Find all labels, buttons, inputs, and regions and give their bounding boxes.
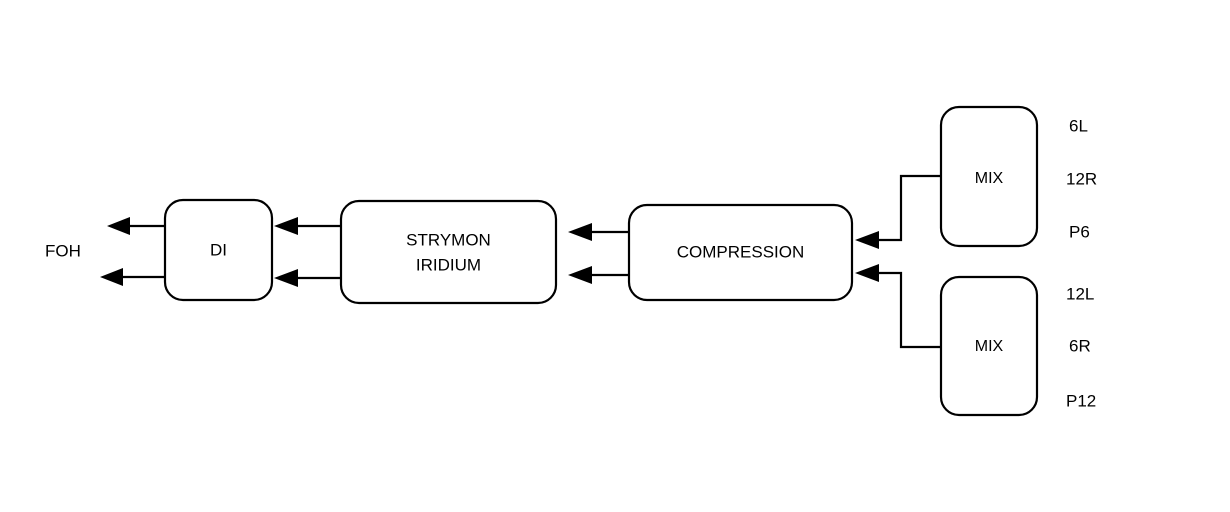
node-mix-top-label: MIX: [975, 170, 1004, 187]
input-label-top-2: 12R: [1066, 169, 1097, 188]
input-label-bottom-2: 6R: [1069, 336, 1091, 355]
node-mix-top[interactable]: MIX: [939, 105, 1039, 248]
input-label-top-3: P6: [1069, 222, 1090, 241]
node-compression-label: COMPRESSION: [677, 242, 805, 261]
arrow-head-icon: [568, 223, 592, 241]
node-strymon-iridium[interactable]: STRYMON IRIDIUM: [339, 199, 558, 305]
arrow-head-icon: [274, 269, 298, 287]
connector-compression-to-strymon-upper: [568, 223, 629, 241]
connector-mix-top-to-compression: [855, 174, 941, 249]
input-label-top-1: 6L: [1069, 116, 1088, 135]
input-label-bottom-1: 12L: [1066, 284, 1094, 303]
output-label-foh: FOH: [45, 241, 81, 260]
connector-mix-bottom-to-compression: [855, 264, 941, 349]
node-di-label: DI: [210, 240, 227, 259]
node-strymon-label-line1: STRYMON: [406, 230, 491, 249]
node-strymon-label-line2: IRIDIUM: [416, 255, 481, 274]
arrow-head-icon: [100, 268, 123, 286]
arrow-head-icon: [855, 264, 879, 282]
node-mix-bottom[interactable]: MIX: [939, 275, 1039, 417]
connector-di-to-foh-lower: [100, 268, 165, 286]
arrow-head-icon: [855, 231, 879, 249]
connector-strymon-to-di-lower: [274, 269, 341, 287]
connector-strymon-to-di-upper: [274, 217, 341, 235]
arrow-head-icon: [107, 217, 130, 235]
node-di[interactable]: DI: [163, 198, 274, 302]
connector-compression-to-strymon-lower: [568, 266, 629, 284]
connector-di-to-foh-upper: [107, 217, 165, 235]
node-compression[interactable]: COMPRESSION: [627, 203, 854, 302]
node-mix-bottom-label: MIX: [975, 338, 1004, 355]
input-label-bottom-3: P12: [1066, 391, 1096, 410]
arrow-head-icon: [568, 266, 592, 284]
arrow-head-icon: [274, 217, 298, 235]
